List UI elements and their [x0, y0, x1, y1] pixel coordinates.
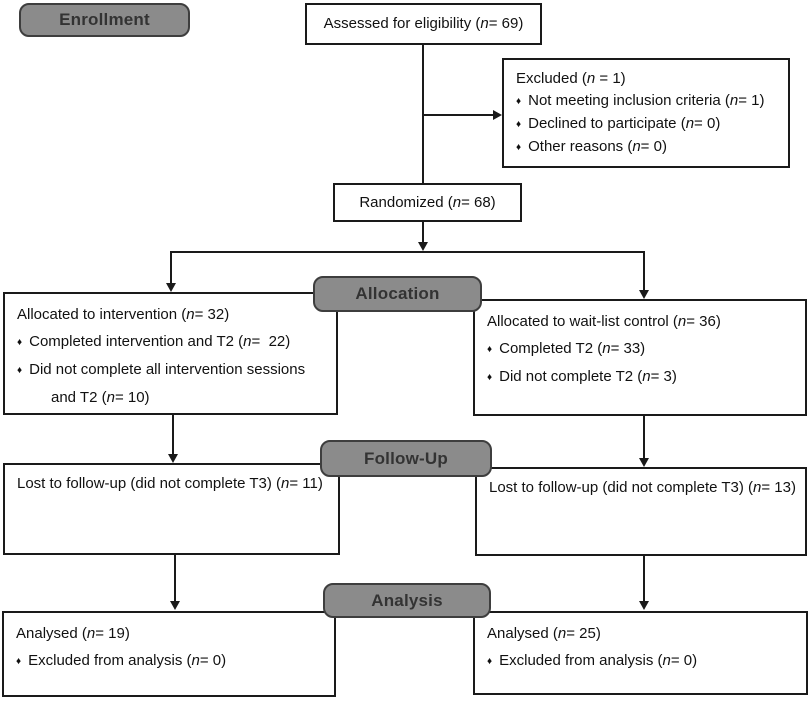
followup-control-text: Lost to follow-up (did not complete T3) … [489, 479, 796, 496]
allocation-intervention-bullet: ♦ Did not complete all intervention sessi… [17, 356, 326, 411]
diamond-bullet-icon: ♦ [17, 365, 23, 376]
diamond-bullet-icon: ♦ [17, 337, 23, 348]
allocation-control-box: Allocated to wait-list control (n= 36) ♦… [473, 299, 807, 416]
diamond-bullet-icon: ♦ [516, 142, 522, 153]
diamond-bullet-icon: ♦ [516, 96, 522, 107]
analysis-control-bullet-text: Excluded from analysis (n= 0) [499, 652, 698, 669]
diamond-bullet-icon: ♦ [487, 656, 493, 667]
diamond-bullet-icon: ♦ [516, 119, 522, 130]
arrow-down-icon [639, 290, 649, 299]
analysis-intervention-title: Analysed (n= 19) [16, 625, 130, 642]
analysis-intervention-bullet: ♦ Excluded from analysis (n= 0) [16, 647, 324, 675]
connector-randomized-to-split [422, 222, 424, 244]
allocation-control-bullet-text: Did not complete T2 (n= 3) [499, 368, 677, 385]
analysis-intervention-bullet-text: Excluded from analysis (n= 0) [28, 652, 227, 669]
diamond-bullet-icon: ♦ [487, 344, 493, 355]
allocation-control-bullet-text: Completed T2 (n= 33) [499, 340, 646, 357]
connector-alloc-to-fu-left [172, 415, 174, 455]
arrow-down-icon [170, 601, 180, 610]
allocation-intervention-box: Allocated to intervention (n= 32) ♦ Compl… [3, 292, 338, 415]
split-line [171, 251, 645, 253]
stage-label-followup: Follow-Up [320, 440, 492, 477]
analysis-control-box: Analysed (n= 25) ♦ Excluded from analysis… [473, 611, 808, 695]
randomized-box: Randomized (n= 68) [333, 183, 522, 222]
stage-label-enrollment: Enrollment [19, 3, 190, 37]
excluded-bullet: ♦ Other reasons (n= 0) [516, 136, 784, 159]
excluded-bullet: ♦ Declined to participate (n= 0) [516, 113, 784, 136]
randomized-text: Randomized (n= 68) [359, 193, 496, 211]
excluded-bullet-text: Declined to participate (n= 0) [528, 115, 721, 132]
analysis-intervention-box: Analysed (n= 19) ♦ Excluded from analysis… [2, 611, 336, 697]
stage-label-allocation: Allocation [313, 276, 482, 312]
allocation-control-bullet: ♦ Did not complete T2 (n= 3) [487, 363, 795, 391]
assessed-text: Assessed for eligibility (n= 69) [323, 15, 524, 32]
diamond-bullet-icon: ♦ [487, 372, 493, 383]
analysis-control-title: Analysed (n= 25) [487, 625, 601, 642]
arrow-right-icon [493, 110, 502, 120]
excluded-box: Excluded (n = 1) ♦ Not meeting inclusion … [502, 58, 790, 168]
arrow-down-icon [639, 458, 649, 467]
followup-intervention-text: Lost to follow-up (did not complete T3) … [17, 475, 323, 492]
arrow-down-icon [166, 283, 176, 292]
analysis-control-bullet: ♦ Excluded from analysis (n= 0) [487, 647, 796, 675]
diamond-bullet-icon: ♦ [16, 656, 22, 667]
connector-split-to-alloc-left [170, 251, 172, 284]
allocation-control-title: Allocated to wait-list control (n= 36) [487, 313, 721, 330]
excluded-title: Excluded (n = 1) [516, 70, 626, 87]
allocation-intervention-bullet-text: Did not complete all intervention sessio… [29, 361, 306, 406]
followup-control-box: Lost to follow-up (did not complete T3) … [475, 467, 807, 556]
connector-branch-to-excluded [423, 114, 493, 116]
connector-fu-to-analysis-left [174, 555, 176, 602]
excluded-bullet-text: Not meeting inclusion criteria (n= 1) [528, 92, 765, 109]
allocation-intervention-bullet-text: Completed intervention and T2 (n= 22) [29, 333, 291, 350]
stage-label-analysis: Analysis [323, 583, 491, 618]
followup-intervention-box: Lost to follow-up (did not complete T3) … [3, 463, 340, 555]
excluded-bullet-text: Other reasons (n= 0) [528, 138, 667, 155]
allocation-control-bullet: ♦ Completed T2 (n= 33) [487, 335, 795, 363]
connector-alloc-to-fu-right [643, 416, 645, 459]
excluded-bullet: ♦ Not meeting inclusion criteria (n= 1) [516, 90, 784, 113]
allocation-intervention-bullet: ♦ Completed intervention and T2 (n= 22) [17, 328, 326, 356]
arrow-down-icon [639, 601, 649, 610]
connector-fu-to-analysis-right [643, 556, 645, 602]
allocation-intervention-title: Allocated to intervention (n= 32) [17, 306, 230, 323]
assessed-box: Assessed for eligibility (n= 69) [305, 3, 542, 45]
arrow-down-icon [168, 454, 178, 463]
arrow-down-icon [418, 242, 428, 251]
connector-split-to-alloc-right [643, 251, 645, 291]
